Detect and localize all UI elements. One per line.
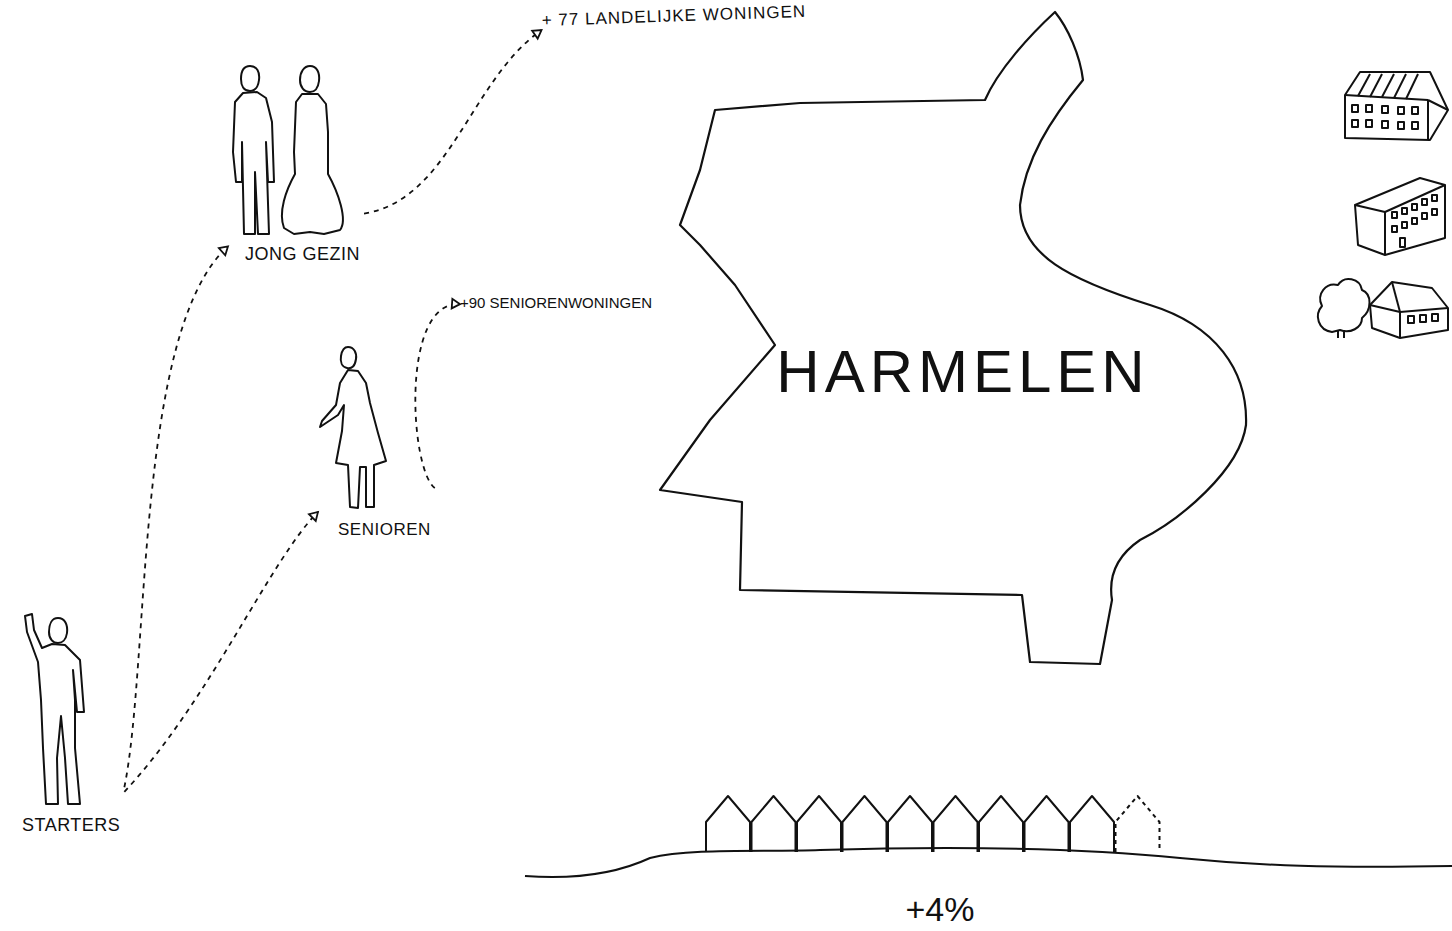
- dashed-line: [364, 30, 541, 213]
- dashed-path: [124, 512, 318, 792]
- person-figure: STARTERS: [18, 608, 124, 838]
- arrow-head: [219, 246, 228, 255]
- row-houses: [706, 796, 1160, 852]
- silhouette-part: [320, 370, 386, 508]
- house-outline: [1116, 796, 1160, 852]
- house-outline: [1025, 796, 1069, 852]
- arrow-head: [309, 512, 318, 521]
- village-border: [660, 12, 1246, 664]
- group-label: JONG GEZIN: [245, 245, 360, 265]
- house-outline: [797, 796, 841, 852]
- group-label: + 77 LANDELIJKE WONINGEN: [541, 3, 806, 31]
- silhouette-part: [241, 66, 259, 91]
- house-outline: [934, 796, 978, 852]
- house-outline: [888, 796, 932, 852]
- terraced-house-icon: [1345, 72, 1448, 140]
- house-outline: [979, 796, 1023, 852]
- apartment-block-icon: [1355, 178, 1445, 255]
- person-silhouette: [318, 343, 393, 513]
- house-outline: [706, 796, 750, 852]
- silhouette-part: [341, 347, 356, 368]
- person-silhouette: [18, 608, 90, 808]
- village-outline: HARMELEN: [655, 5, 1255, 675]
- dashed-path: [364, 30, 541, 213]
- house-outline: [752, 796, 796, 852]
- group-label: SENIOREN: [338, 521, 431, 540]
- arrow-head: [532, 30, 541, 39]
- dashed-line: [415, 304, 460, 488]
- silhouette-part: [282, 94, 343, 234]
- dashed-path: [124, 246, 228, 787]
- arrow-head: [452, 299, 460, 309]
- person-figure: SENIOREN: [318, 343, 435, 542]
- target-label: + 77 LANDELIJKE WONINGEN: [541, 3, 811, 42]
- growth-label: +4%: [906, 891, 975, 928]
- person-figure: JONG GEZIN: [228, 62, 364, 267]
- target-label: +90 SENIORENWONINGEN: [460, 294, 656, 313]
- detached-house-icon: [1318, 279, 1448, 338]
- dashed-line: [124, 246, 228, 787]
- ground-line: [525, 848, 1452, 877]
- group-label: STARTERS: [22, 816, 120, 836]
- dashed-path: [415, 299, 460, 488]
- group-label: +90 SENIORENWONINGEN: [460, 295, 652, 312]
- house-outline: [1070, 796, 1114, 852]
- person-silhouette: [228, 62, 353, 237]
- silhouette-part: [300, 66, 319, 92]
- silhouette-part: [233, 92, 274, 234]
- silhouette-part: [25, 614, 84, 804]
- silhouette-part: [49, 618, 67, 643]
- place-name: HARMELEN: [776, 339, 1149, 405]
- dashed-line: [124, 512, 318, 792]
- house-outline: [843, 796, 887, 852]
